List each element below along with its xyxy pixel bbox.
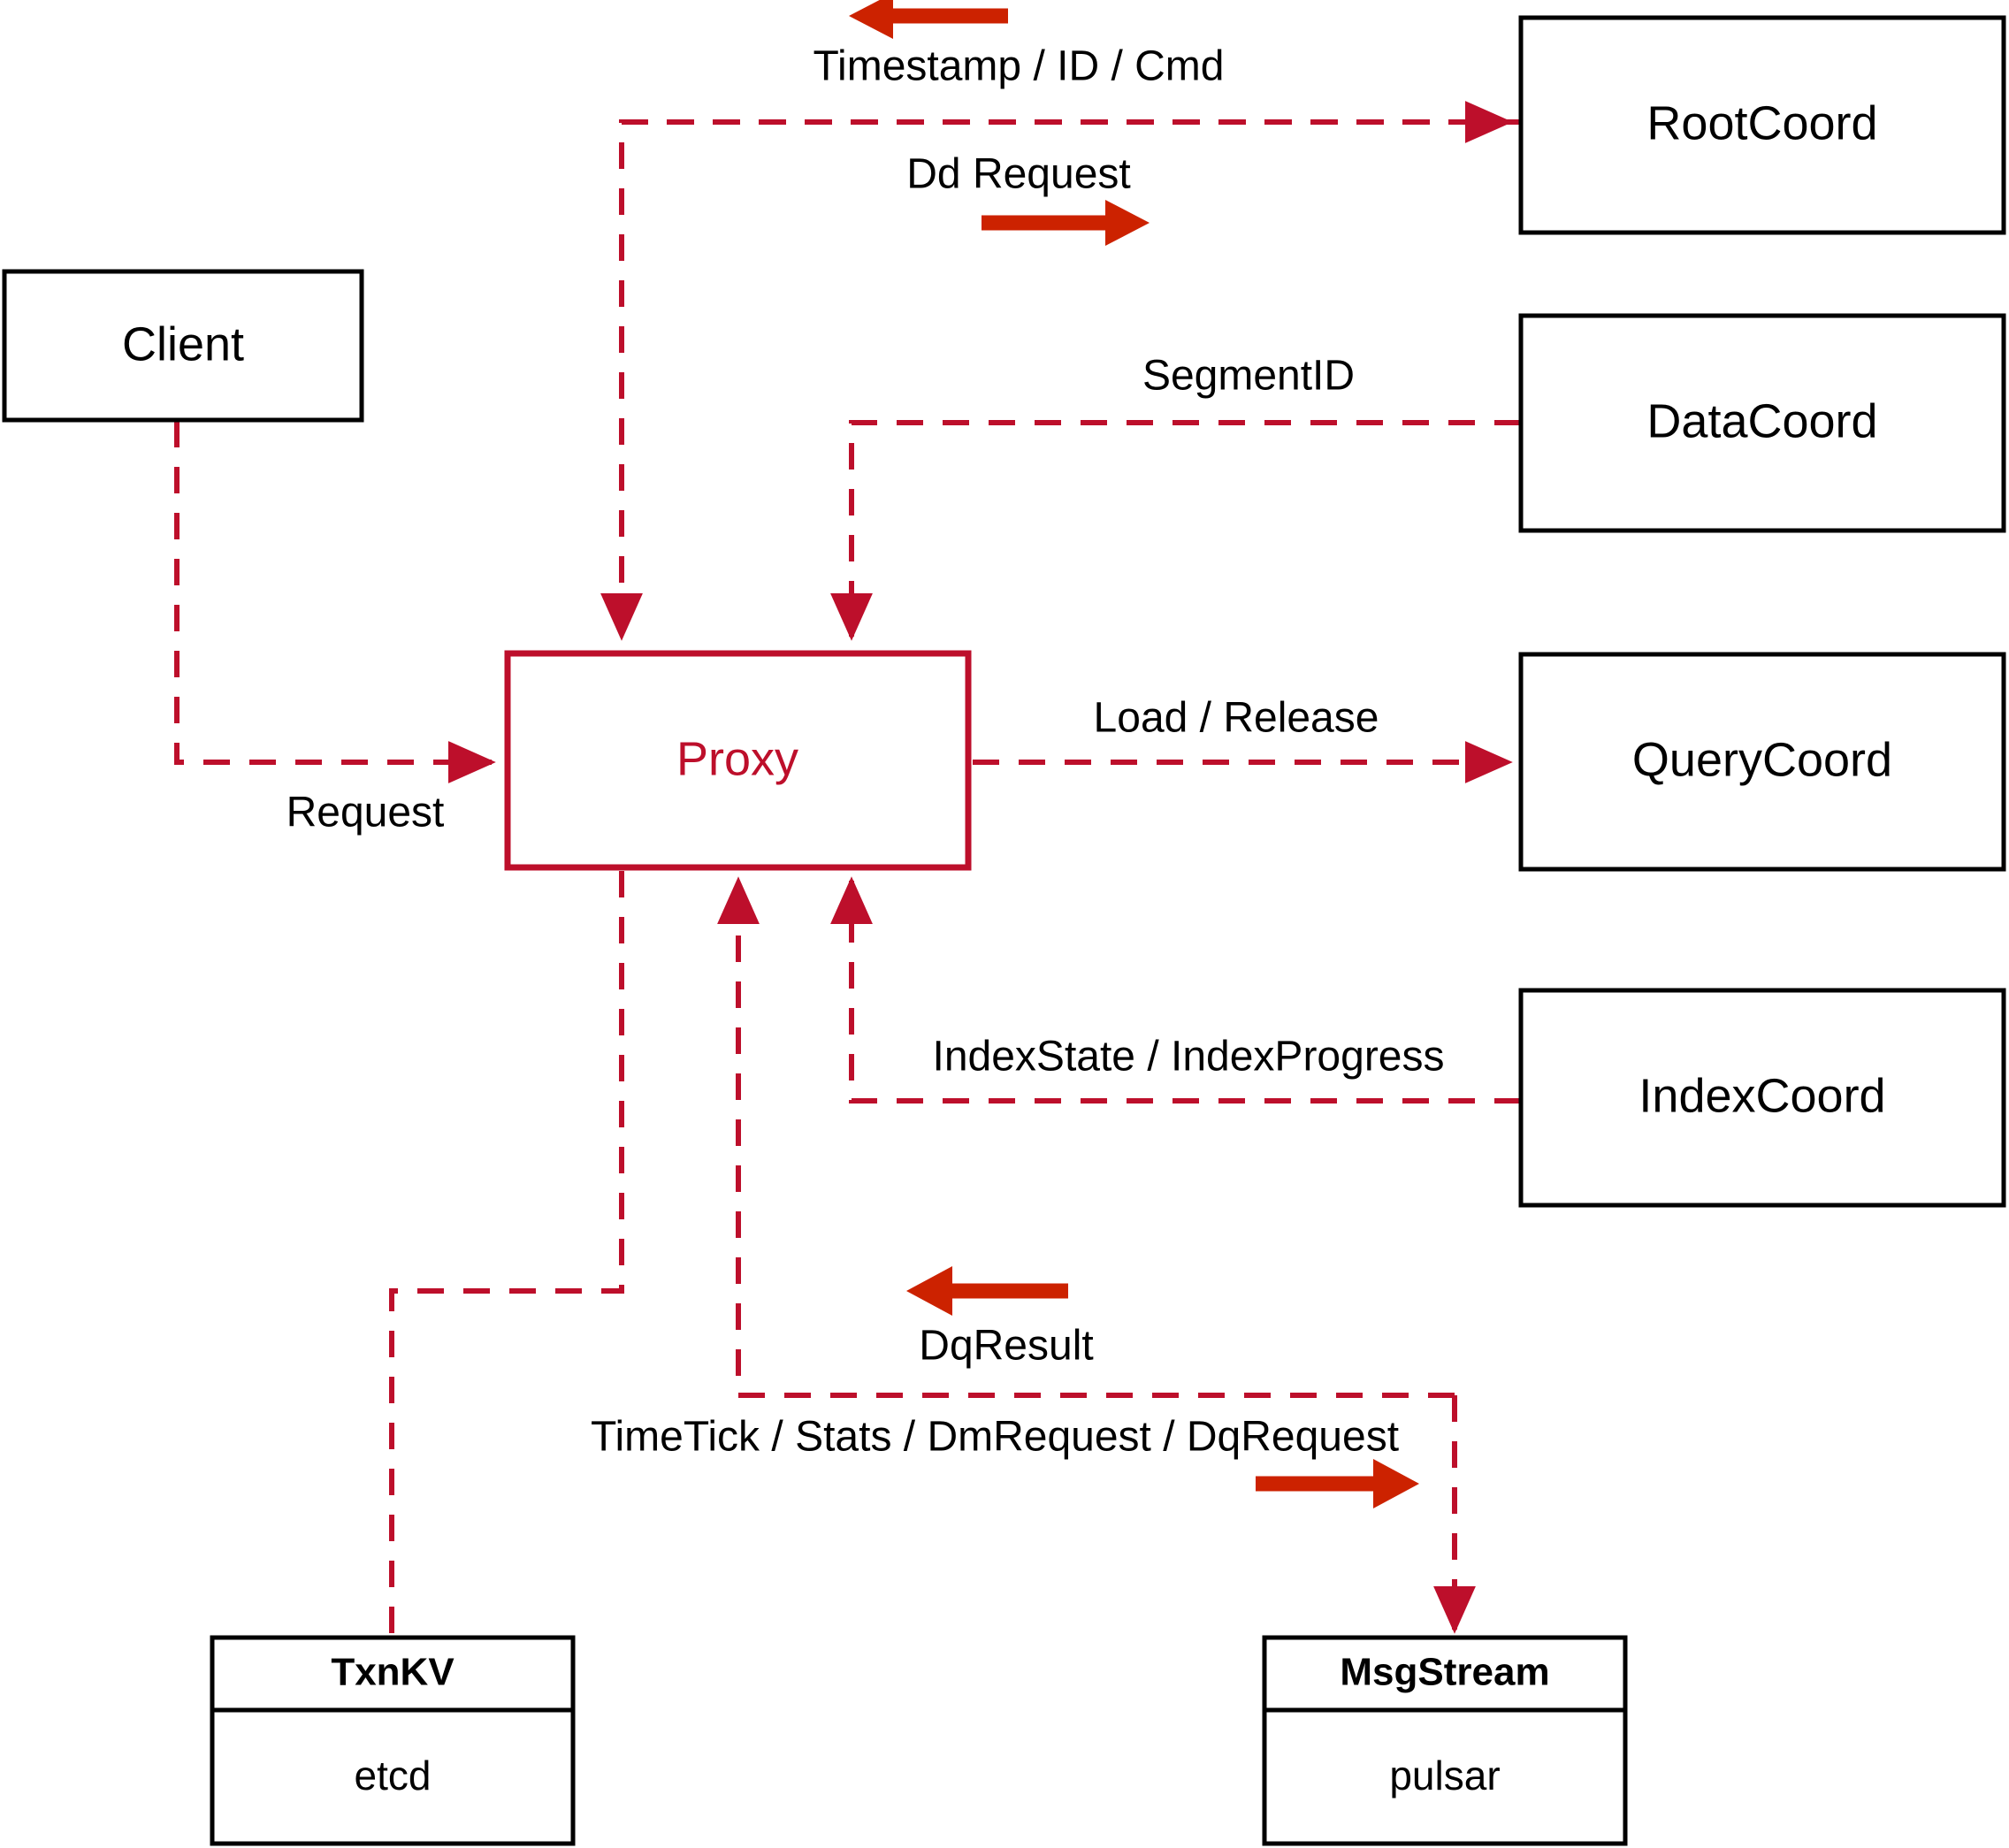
flow-arrow-timestamp	[849, 0, 1008, 39]
edge-label-dq-result: DqResult	[919, 1323, 1093, 1370]
edge-label-timetick-stats-dm-dq: TimeTick / Stats / DmRequest / DqRequest	[591, 1414, 1399, 1461]
node-root-coord-label: RootCoord	[1646, 96, 1877, 149]
edge-label-request: Request	[286, 790, 445, 836]
node-msgstream[interactable]: MsgStream pulsar	[1262, 1635, 1628, 1846]
node-txnkv-title: TxnKV	[331, 1651, 455, 1694]
node-proxy-label: Proxy	[676, 732, 798, 785]
edge-dd-request	[600, 119, 1521, 641]
edge-label-dd-request: Dd Request	[906, 151, 1130, 198]
edge-label-timestamp-id-cmd: Timestamp / ID / Cmd	[814, 43, 1225, 90]
node-data-coord-label: DataCoord	[1646, 394, 1877, 447]
edge-label-segment-id: SegmentID	[1142, 353, 1355, 400]
node-root-coord[interactable]: RootCoord	[1518, 15, 2006, 235]
edge-proxy-txnkv	[389, 871, 624, 1636]
node-msgstream-title: MsgStream	[1340, 1651, 1549, 1694]
edge-request	[174, 421, 496, 783]
edge-label-load-release: Load / Release	[1094, 695, 1379, 742]
node-msgstream-impl: pulsar	[1389, 1753, 1500, 1798]
node-data-coord[interactable]: DataCoord	[1518, 313, 2006, 533]
node-index-coord[interactable]: IndexCoord	[1518, 988, 2006, 1208]
flow-arrow-dq-result	[906, 1266, 1068, 1316]
node-index-coord-label: IndexCoord	[1639, 1069, 1885, 1122]
node-txnkv-impl: etcd	[355, 1753, 432, 1798]
node-query-coord[interactable]: QueryCoord	[1518, 652, 2006, 872]
node-client[interactable]: Client	[2, 269, 364, 423]
edge-segment-id	[830, 420, 1521, 641]
flow-arrow-timetick	[1256, 1459, 1419, 1508]
flow-arrow-dd-request	[982, 200, 1150, 246]
edge-timetick-up	[717, 876, 1455, 1398]
edge-index-state	[830, 876, 1521, 1103]
node-client-label: Client	[122, 317, 244, 370]
edge-label-index-state-progress: IndexState / IndexProgress	[933, 1034, 1445, 1081]
node-txnkv[interactable]: TxnKV etcd	[210, 1635, 576, 1846]
node-proxy[interactable]: Proxy	[504, 650, 972, 871]
node-query-coord-label: QueryCoord	[1632, 733, 1892, 786]
